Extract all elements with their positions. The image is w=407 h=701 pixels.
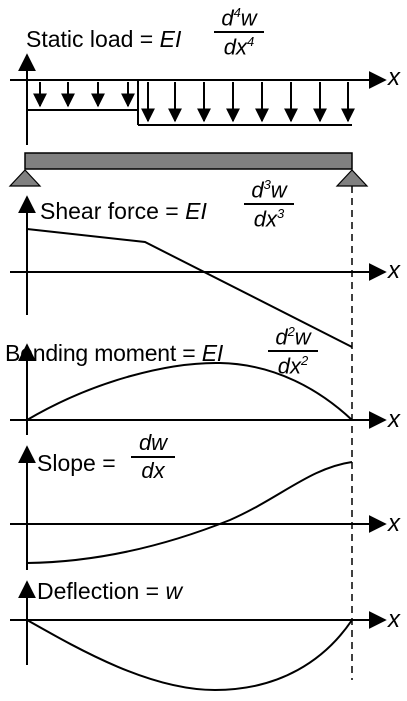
moment-axis-label: x	[388, 406, 400, 433]
deflection-curve	[26, 619, 353, 692]
load-prefix: Static load =	[26, 26, 160, 52]
moment-factor: EI	[201, 340, 224, 366]
moment-panel	[10, 343, 387, 435]
load-fraction: d4w dx4	[214, 6, 264, 59]
load-axis-label: x	[388, 64, 400, 91]
shear-fraction: d3w dx3	[244, 178, 294, 231]
slope-panel	[10, 445, 387, 570]
moment-curve	[26, 361, 353, 421]
load-panel	[10, 53, 387, 145]
deflection-var: w	[165, 578, 183, 604]
shear-panel	[10, 195, 387, 348]
moment-prefix: Bending moment =	[5, 340, 202, 366]
load-arrows	[33, 82, 355, 123]
shear-curve	[26, 228, 353, 348]
deflection-panel	[10, 580, 387, 692]
shear-axis-label: x	[388, 257, 400, 284]
shear-factor: EI	[185, 198, 207, 224]
right-support	[335, 169, 369, 187]
beam-group	[8, 152, 369, 187]
beam	[24, 152, 353, 170]
slope-fraction: dw dx	[131, 432, 175, 482]
load-factor: EI	[159, 26, 182, 52]
shear-prefix: Shear force =	[40, 198, 186, 224]
moment-fraction: d2w dx2	[268, 325, 318, 378]
deflection-prefix: Deflection =	[37, 578, 166, 604]
slope-axis-label: x	[388, 510, 400, 537]
slope-curve	[26, 461, 353, 564]
deflection-label: Deflection = w	[37, 580, 182, 603]
slope-prefix: Slope =	[37, 450, 116, 476]
left-support	[8, 169, 42, 187]
deflection-axis-label: x	[388, 606, 400, 633]
